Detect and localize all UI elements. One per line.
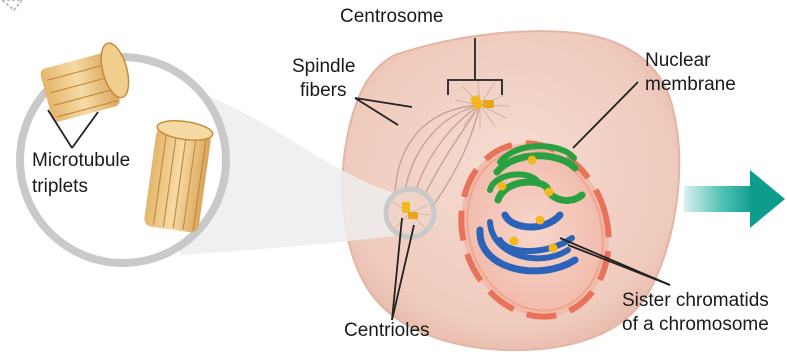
label-centrosome: Centrosome <box>340 6 444 28</box>
label-sister-chromatids-1: Sister chromatids <box>622 290 769 312</box>
label-nuclear-membrane-1: Nuclear <box>645 50 710 72</box>
centriole <box>408 212 418 219</box>
label-spindle-fibers-1: Spindle <box>292 56 355 78</box>
label-centrioles: Centrioles <box>344 320 430 342</box>
incoming-arrow-icon <box>2 0 22 10</box>
label-microtubule-1: Microtubule <box>32 150 130 172</box>
label-spindle-fibers-2: fibers <box>300 80 346 102</box>
label-nuclear-membrane-2: membrane <box>645 74 736 96</box>
next-stage-arrow-icon <box>684 170 785 228</box>
centriole <box>402 202 410 213</box>
label-microtubule-2: triplets <box>32 176 88 198</box>
label-sister-chromatids-2: of a chromosome <box>622 314 769 336</box>
